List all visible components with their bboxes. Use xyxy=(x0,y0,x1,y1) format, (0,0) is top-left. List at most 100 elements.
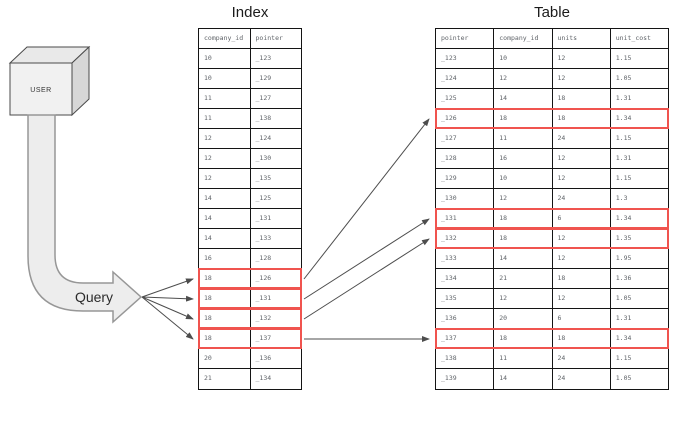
table-cell: 10 xyxy=(204,54,212,62)
table-cell: 1.36 xyxy=(609,269,668,288)
column-header: unit_cost xyxy=(609,29,668,48)
table-cell: 18 xyxy=(551,109,610,128)
table-cell: _129 xyxy=(441,174,457,182)
table-cell: 1.15 xyxy=(609,129,668,148)
column-header: pointer xyxy=(441,34,469,42)
table-cell: 18 xyxy=(204,334,212,342)
table-cell: _134 xyxy=(249,369,302,389)
table-cell: 1.15 xyxy=(609,349,668,368)
column-header: company_id xyxy=(204,34,244,42)
table-cell: 21 xyxy=(204,374,212,382)
query-to-index-arrow xyxy=(141,278,194,298)
table-cell: 1.35 xyxy=(609,229,668,248)
table-cell: 14 xyxy=(204,194,212,202)
table-cell: _131 xyxy=(249,289,302,308)
table-cell: 1.34 xyxy=(609,329,668,348)
table-cell: 10 xyxy=(493,169,551,188)
table-cell: 12 xyxy=(493,289,551,308)
table-cell: 24 xyxy=(551,349,610,368)
header-row: company_id pointer xyxy=(199,29,301,49)
table-row: 12_124 xyxy=(199,129,301,149)
column-header: pointer xyxy=(249,29,302,48)
table-cell: _134 xyxy=(441,274,457,282)
user-cube-label: USER xyxy=(30,87,51,94)
table-cell: 12 xyxy=(551,49,610,68)
index-to-table-arrow xyxy=(303,218,430,300)
table-cell: 14 xyxy=(204,234,212,242)
index-to-table-arrow xyxy=(303,118,430,280)
table-cell: _131 xyxy=(441,214,457,222)
table-cell: 12 xyxy=(551,289,610,308)
table-cell: 1.34 xyxy=(609,209,668,228)
table-cell: _126 xyxy=(441,114,457,122)
column-header: company_id xyxy=(493,29,551,48)
query-arrow-label: Query xyxy=(75,289,113,305)
table-cell: _132 xyxy=(441,234,457,242)
table-row: 14_131 xyxy=(199,209,301,229)
table-cell: _132 xyxy=(249,309,302,328)
query-to-index-arrow xyxy=(141,295,194,302)
user-cube-front-face xyxy=(9,62,73,116)
table-cell: 18 xyxy=(551,329,610,348)
table-cell: 11 xyxy=(204,114,212,122)
table-cell: 1.05 xyxy=(609,69,668,88)
table-cell: 1.3 xyxy=(609,189,668,208)
table-cell: 14 xyxy=(493,369,551,389)
index-to-table-arrow xyxy=(303,238,430,320)
table-cell: 11 xyxy=(493,349,551,368)
table-cell: _123 xyxy=(441,54,457,62)
table-cell: 12 xyxy=(204,134,212,142)
table-cell: 1.31 xyxy=(609,89,668,108)
query-arrow xyxy=(27,114,143,324)
table-cell: _130 xyxy=(249,149,302,168)
table-cell: 6 xyxy=(551,309,610,328)
table-cell: 11 xyxy=(204,94,212,102)
table-cell: 14 xyxy=(204,214,212,222)
table-cell: _126 xyxy=(249,269,302,288)
table-cell: 1.31 xyxy=(609,309,668,328)
table-row: 12_130 xyxy=(199,149,301,169)
table-cell: 6 xyxy=(551,209,610,228)
table-cell: 18 xyxy=(551,89,610,108)
table-row: 11 _138 xyxy=(199,109,301,129)
table-cell: 20 xyxy=(204,354,212,362)
table-cell: 18 xyxy=(204,314,212,322)
table-cell: _138 xyxy=(249,109,302,128)
highlighted-table-row: 18_126 xyxy=(198,268,302,289)
column-header: units xyxy=(551,29,610,48)
highlighted-table-row: 18_137 xyxy=(198,328,302,349)
table-cell: _127 xyxy=(249,89,302,108)
table-cell: _125 xyxy=(249,189,302,208)
table-cell: 12 xyxy=(493,189,551,208)
table-cell: 1.15 xyxy=(609,169,668,188)
table-cell: _128 xyxy=(441,154,457,162)
table-cell: 18 xyxy=(204,294,212,302)
index-title: Index xyxy=(231,4,269,21)
table-cell: _127 xyxy=(441,134,457,142)
table-cell: _125 xyxy=(441,94,457,102)
table-cell: 1.15 xyxy=(609,49,668,68)
table-cell: _130 xyxy=(441,194,457,202)
table-cell: 1.31 xyxy=(609,149,668,168)
table-cell: _135 xyxy=(441,294,457,302)
table-cell: 10 xyxy=(204,74,212,82)
highlighted-table-row: 18 _131 xyxy=(198,288,302,309)
table-cell: _139 xyxy=(441,374,457,382)
